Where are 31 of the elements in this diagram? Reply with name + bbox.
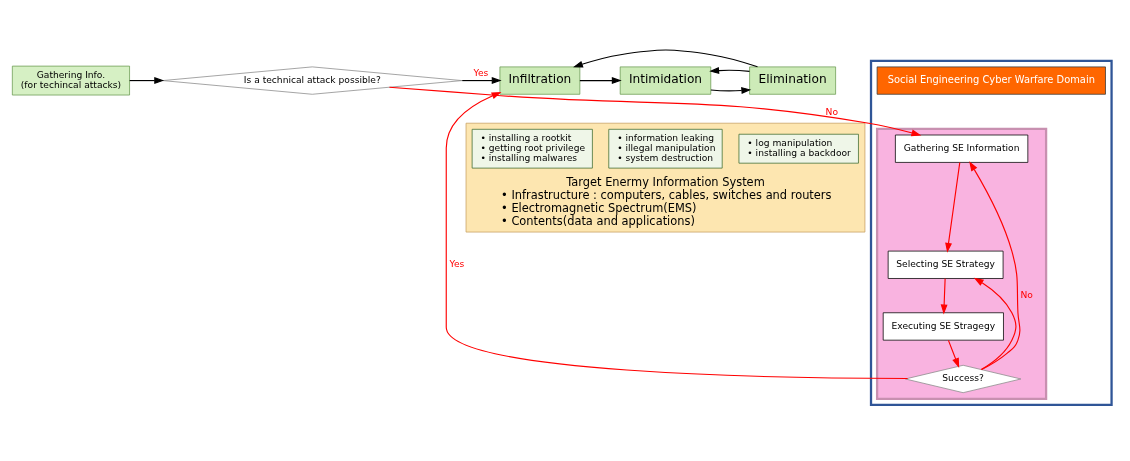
arrow	[973, 277, 1017, 371]
arrow	[129, 77, 165, 85]
edge-label: No	[1020, 289, 1033, 300]
arrow	[709, 67, 751, 74]
arrow	[947, 339, 960, 368]
node-box: Elimination	[749, 66, 836, 95]
arrow	[579, 77, 622, 85]
node-diamond: Success?	[905, 364, 1022, 394]
arrow	[573, 49, 759, 68]
edge-label: No	[825, 106, 839, 117]
node-box: • installing a rootkit • getting root privilege • installing malwares	[471, 128, 593, 169]
node-box: Intimidation	[619, 66, 712, 95]
arrow	[969, 161, 1021, 371]
cluster	[869, 59, 1113, 406]
node-diamond: Is a technical attack possible?	[162, 66, 463, 95]
node-box: • information leaking • illegal manipulation • system destruction	[608, 128, 723, 169]
node-box: Social Engineering Cyber Warfare Domain	[876, 66, 1106, 95]
arrow	[388, 86, 922, 137]
arrow	[445, 92, 909, 380]
node-box: Executing SE Stragegy	[882, 312, 1004, 341]
node-box: Gathering Info. (for techincal attacks)	[11, 65, 130, 96]
node-box: Infiltration	[499, 66, 581, 95]
arrow	[461, 77, 502, 85]
node-box: • log manipulation • installing a backdoor	[738, 133, 859, 164]
edge-label: Yes	[449, 259, 465, 270]
arrow	[710, 87, 752, 94]
node-box: Selecting SE Strategy	[887, 250, 1004, 279]
arrow	[945, 162, 961, 253]
node-box: Gathering SE Information	[895, 134, 1029, 163]
arrow	[940, 278, 948, 315]
edge-label: Yes	[473, 67, 489, 78]
